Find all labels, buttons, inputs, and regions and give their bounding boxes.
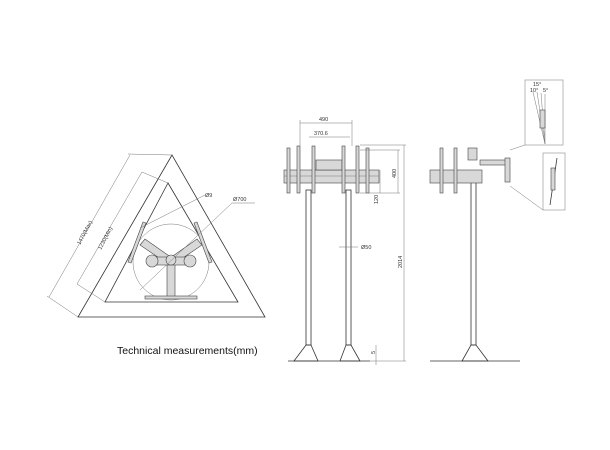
bracket-detail-box bbox=[542, 152, 566, 211]
vertical-brackets bbox=[286, 145, 370, 194]
hole-diameter-label: Ø9 bbox=[205, 193, 212, 199]
right-pole bbox=[345, 189, 352, 346]
bracket-height-label: 400 bbox=[392, 169, 398, 178]
min-length-label: 1230(Min) bbox=[97, 226, 114, 251]
side-view: 15° 10° 5° bbox=[429, 79, 566, 362]
inner-width-label: 370.6 bbox=[314, 131, 328, 137]
pole-diameter-label: Ø50 bbox=[361, 245, 371, 251]
tilt-angle-5: 5° bbox=[543, 88, 548, 94]
left-pole bbox=[305, 189, 312, 346]
tilt-angle-15: 15° bbox=[533, 82, 541, 88]
base-gap-label: 5 bbox=[371, 351, 377, 354]
outer-width-label: 490 bbox=[319, 117, 328, 123]
left-base bbox=[293, 344, 319, 362]
y-arms bbox=[127, 221, 213, 300]
side-pole bbox=[470, 179, 477, 346]
offset-label: 120 bbox=[374, 195, 380, 204]
max-length-label: 1470(Max) bbox=[76, 220, 94, 246]
right-base bbox=[339, 344, 361, 362]
min-dimension-line bbox=[76, 171, 143, 285]
total-height-label: 2014 bbox=[398, 256, 404, 268]
top-view: 1470(Max) 1230(Min) Ø9 Ø700 bbox=[46, 153, 266, 318]
max-dimension-line bbox=[48, 154, 131, 298]
tilt-angle-10: 10° bbox=[530, 88, 538, 94]
circle-diameter-label: Ø700 bbox=[233, 197, 246, 203]
tilt-detail-box bbox=[524, 79, 564, 146]
outer-triangle bbox=[77, 154, 266, 318]
caption: Technical measurements(mm) bbox=[117, 345, 258, 357]
front-view: 490 370.6 400 120 2014 Ø50 5 bbox=[283, 117, 406, 365]
